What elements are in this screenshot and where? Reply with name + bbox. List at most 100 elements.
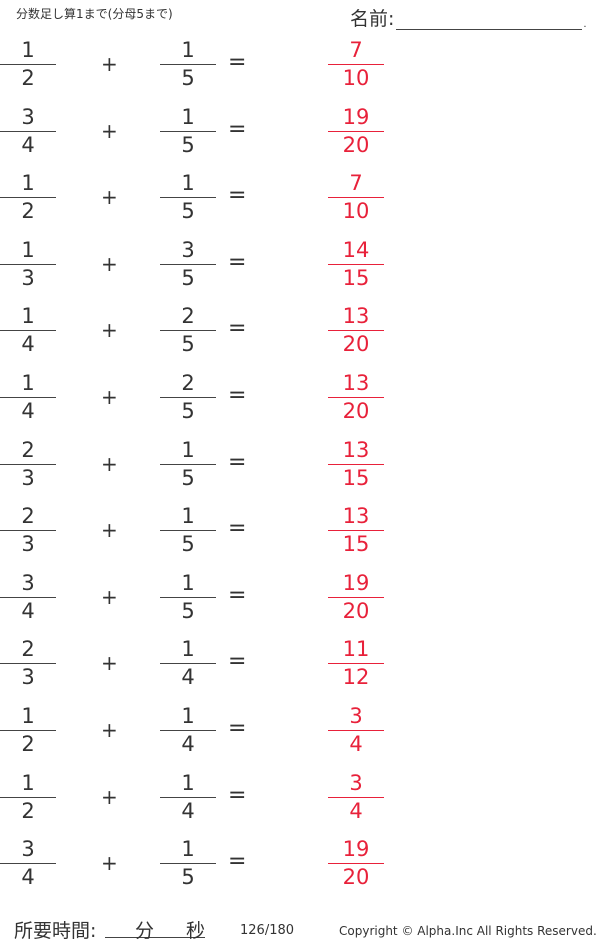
answer-fraction-denominator: 20: [342, 865, 370, 890]
fraction-bar: [0, 796, 56, 798]
equals-sign: =: [228, 249, 247, 275]
problem-row: 1 3 + 3 5 = 14 15: [0, 238, 600, 305]
second-fraction: 2 5: [160, 371, 216, 425]
fraction-bar: [160, 263, 216, 265]
second-fraction: 1 5: [160, 38, 216, 92]
answer-fraction: 7 10: [328, 171, 384, 225]
fraction-bar: [328, 530, 384, 532]
plus-sign: +: [101, 52, 118, 76]
second-fraction-denominator: 5: [181, 398, 195, 423]
name-field-group: 名前: .: [350, 8, 587, 30]
answer-fraction: 13 15: [328, 504, 384, 558]
answer-fraction-denominator: 20: [342, 598, 370, 623]
equals-sign: =: [228, 382, 247, 408]
problem-row: 2 3 + 1 5 = 13 15: [0, 438, 600, 505]
second-fraction-numerator: 1: [181, 504, 195, 529]
second-fraction: 1 4: [160, 637, 216, 691]
answer-fraction: 3 4: [328, 771, 384, 825]
first-fraction-numerator: 3: [21, 837, 35, 862]
second-fraction: 2 5: [160, 304, 216, 358]
first-fraction: 1 4: [0, 371, 56, 425]
second-fraction-denominator: 5: [181, 332, 195, 357]
answer-fraction: 13 20: [328, 371, 384, 425]
answer-fraction: 14 15: [328, 238, 384, 292]
plus-sign: +: [101, 251, 118, 276]
second-fraction: 3 5: [160, 238, 216, 292]
first-fraction-numerator: 2: [21, 637, 35, 662]
answer-fraction-numerator: 7: [349, 38, 363, 62]
first-fraction-numerator: 3: [21, 104, 35, 129]
fraction-bar: [0, 64, 56, 65]
second-fraction-numerator: 1: [181, 38, 195, 62]
second-fraction-numerator: 2: [181, 370, 195, 395]
answer-fraction-numerator: 13: [342, 504, 370, 529]
second-fraction-denominator: 5: [181, 598, 195, 623]
first-fraction: 2 3: [0, 637, 56, 691]
first-fraction-denominator: 2: [21, 731, 35, 756]
fraction-bar: [328, 130, 384, 132]
fraction-bar: [160, 197, 216, 199]
first-fraction-denominator: 4: [21, 865, 35, 890]
answer-fraction-denominator: 12: [342, 665, 370, 690]
first-fraction-numerator: 3: [21, 570, 35, 595]
answer-fraction-denominator: 20: [342, 132, 370, 157]
problem-row: 3 4 + 1 5 = 19 20: [0, 837, 600, 904]
problem-row: 1 2 + 1 4 = 3 4: [0, 704, 600, 771]
answer-fraction-numerator: 13: [342, 370, 370, 395]
answer-fraction: 13 20: [328, 304, 384, 358]
first-fraction-numerator: 1: [21, 38, 35, 62]
answer-fraction: 19 20: [328, 837, 384, 891]
fraction-bar: [0, 330, 56, 332]
first-fraction-numerator: 1: [21, 703, 35, 728]
second-fraction-numerator: 1: [181, 171, 195, 196]
second-fraction-numerator: 1: [181, 770, 195, 795]
fraction-bar: [0, 396, 56, 398]
first-fraction-denominator: 2: [21, 199, 35, 224]
answer-fraction-numerator: 19: [342, 837, 370, 862]
problem-row: 1 2 + 1 5 = 7 10: [0, 171, 600, 238]
fraction-bar: [160, 64, 216, 65]
equals-sign: =: [228, 849, 247, 875]
fraction-bar: [160, 863, 216, 865]
fraction-bar: [328, 263, 384, 265]
plus-sign: +: [101, 118, 118, 143]
first-fraction-numerator: 1: [21, 171, 35, 196]
answer-fraction-denominator: 20: [342, 332, 370, 357]
plus-sign: +: [101, 384, 118, 409]
equals-sign: =: [228, 715, 247, 741]
fraction-bar: [328, 330, 384, 332]
name-end-mark: .: [583, 19, 587, 30]
first-fraction: 1 2: [0, 171, 56, 225]
second-fraction-denominator: 4: [181, 731, 195, 756]
equals-sign: =: [228, 782, 247, 808]
answer-fraction: 11 12: [328, 637, 384, 691]
first-fraction: 1 2: [0, 771, 56, 825]
fraction-bar: [0, 263, 56, 265]
first-fraction-numerator: 1: [21, 304, 35, 329]
answer-fraction-denominator: 4: [349, 731, 363, 756]
first-fraction-denominator: 3: [21, 465, 35, 490]
problem-row: 1 2 + 1 5 = 7 10: [0, 38, 600, 105]
page-indicator: 126/180: [240, 923, 295, 938]
time-input-line[interactable]: [105, 915, 205, 938]
answer-fraction-denominator: 15: [342, 532, 370, 557]
answer-fraction-numerator: 3: [349, 703, 363, 728]
first-fraction-denominator: 4: [21, 398, 35, 423]
answer-fraction-denominator: 10: [342, 66, 370, 90]
problem-row: 2 3 + 1 4 = 11 12: [0, 637, 600, 704]
second-fraction: 1 5: [160, 105, 216, 159]
fraction-bar: [160, 729, 216, 731]
second-fraction-numerator: 1: [181, 437, 195, 462]
second-fraction-numerator: 1: [181, 104, 195, 129]
first-fraction-numerator: 1: [21, 237, 35, 262]
first-fraction-denominator: 3: [21, 532, 35, 557]
first-fraction-denominator: 3: [21, 265, 35, 290]
fraction-bar: [160, 130, 216, 132]
plus-sign: +: [101, 185, 118, 210]
plus-sign: +: [101, 784, 118, 809]
problem-row: 2 3 + 1 5 = 13 15: [0, 504, 600, 571]
name-input-line[interactable]: [396, 11, 583, 30]
plus-sign: +: [101, 584, 118, 609]
equals-sign: =: [228, 449, 247, 475]
answer-fraction-numerator: 14: [342, 237, 370, 262]
